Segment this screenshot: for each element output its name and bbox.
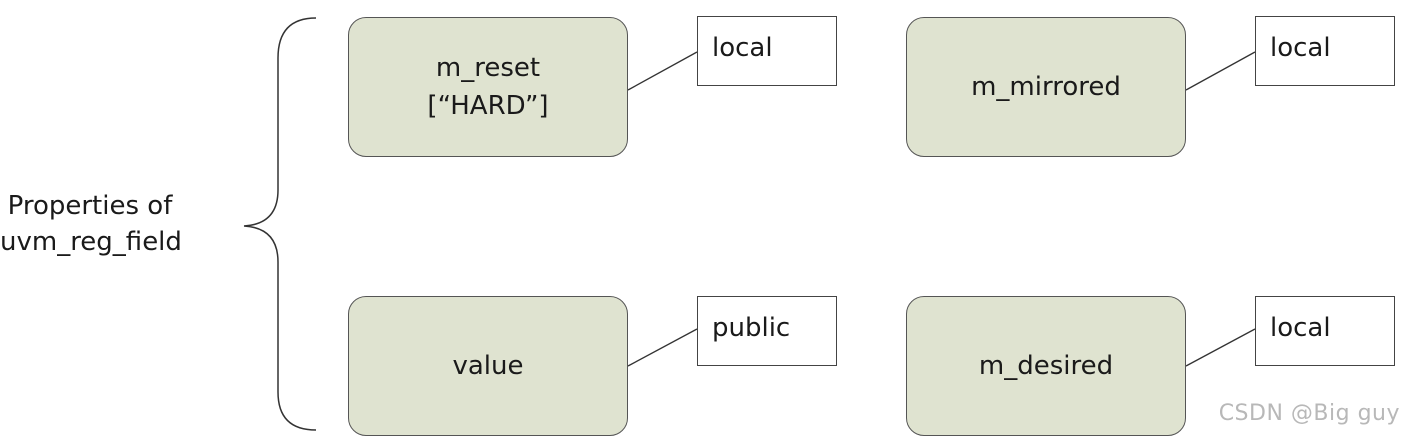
- connector-desired: [1185, 328, 1256, 367]
- field-node-value: value: [348, 296, 628, 436]
- access-tag-m-desired: local: [1255, 296, 1395, 366]
- connector-mirrored: [1185, 51, 1256, 91]
- field-name: m_reset: [435, 53, 541, 83]
- field-name: m_mirrored: [971, 72, 1121, 102]
- connector-reset: [627, 51, 698, 91]
- curly-brace: [243, 17, 317, 431]
- field-name: m_desired: [978, 351, 1114, 381]
- access-tag-value: public: [697, 296, 837, 366]
- field-node-m-mirrored: m_mirrored: [906, 17, 1186, 157]
- field-name: value: [452, 351, 524, 381]
- caption-line-1: Properties of: [7, 191, 173, 221]
- connector-value: [627, 328, 698, 367]
- caption-line-2: uvm_reg_field: [0, 227, 182, 257]
- field-subtitle: [“HARD”]: [427, 91, 549, 121]
- properties-caption: Properties of uvm_reg_field: [0, 188, 182, 260]
- access-tag-m-mirrored: local: [1255, 16, 1395, 86]
- field-node-m-desired: m_desired: [906, 296, 1186, 436]
- access-tag-m-reset: local: [697, 16, 837, 86]
- field-node-m-reset: m_reset [“HARD”]: [348, 17, 628, 157]
- csdn-watermark: CSDN @Big guy: [1218, 401, 1400, 426]
